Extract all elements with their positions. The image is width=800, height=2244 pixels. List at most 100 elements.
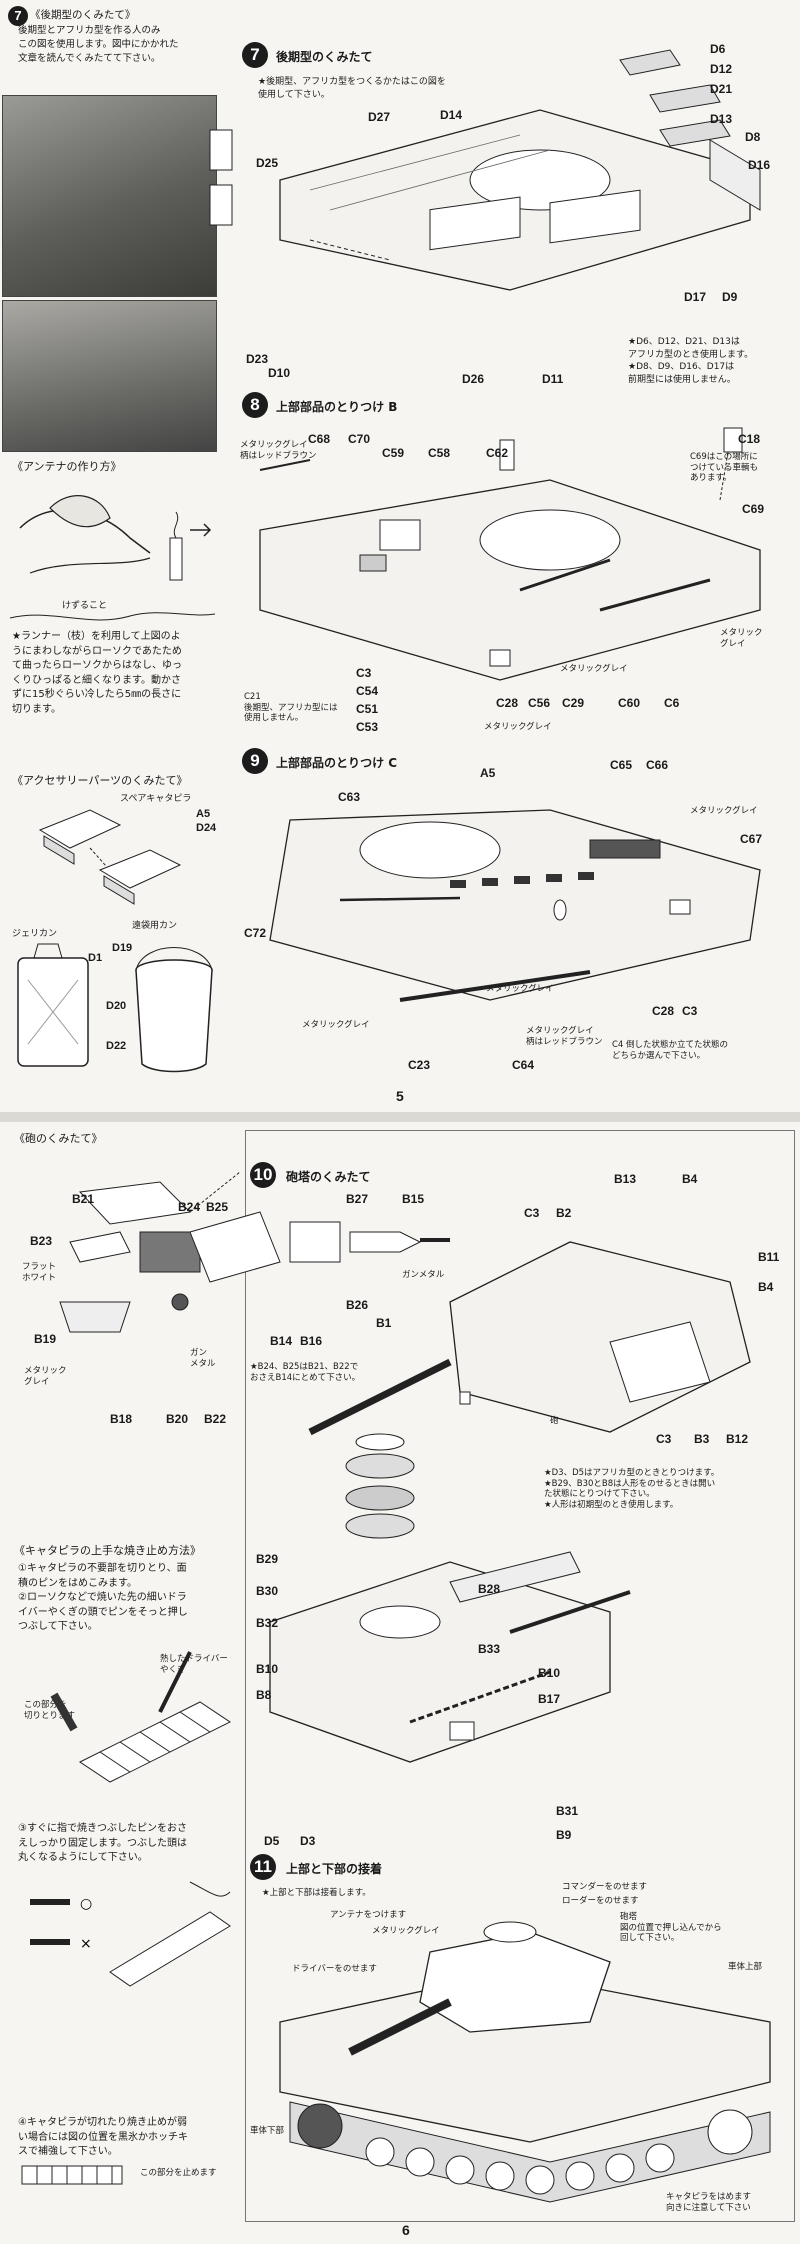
step7-part-D9: D9 xyxy=(722,290,738,304)
antenna-text: ★ランナー（枝）を利用して上図のよ うにまわしながらローソクであたため て曲った… xyxy=(12,631,182,715)
step8-c69-note: C69はこの場所に つけている車輌も あります。 xyxy=(690,452,759,484)
step7-part-D10: D10 xyxy=(268,366,291,380)
step11-lower-hull: 車体下部 xyxy=(250,2126,285,2136)
gun-part-B22: B22 xyxy=(204,1412,227,1426)
step11-metallic-grey: メタリックグレイ xyxy=(372,1926,440,1936)
step10-part-B15: B15 xyxy=(402,1192,425,1206)
step10-part-B4b: B4 xyxy=(758,1280,774,1294)
step11-antenna: アンテナをつけます xyxy=(330,1910,407,1920)
gun-assembly-drawing xyxy=(59,1171,241,1333)
step10-part-B31: B31 xyxy=(556,1804,579,1818)
step7-title: 後期型のくみたて xyxy=(276,50,373,64)
step8-metallic-grey-2: メタリックグレイ xyxy=(560,664,628,674)
step8-part-C18: C18 xyxy=(738,432,761,446)
step9-part-C64: C64 xyxy=(512,1058,535,1072)
step9-part-C65: C65 xyxy=(610,758,633,772)
spare-track-label: スペアキャタピラ xyxy=(120,794,192,804)
step8-part-C28: C28 xyxy=(496,696,519,710)
step11-title: 上部と下部の接着 xyxy=(286,1862,383,1876)
track-hot-driver: 熱したドライバー やくぎ xyxy=(160,1654,228,1675)
part-D19: D19 xyxy=(112,942,133,954)
track-tip-drawing-3 xyxy=(21,2165,123,2185)
step10-part-B3: B3 xyxy=(694,1432,710,1446)
step7-part-D6: D6 xyxy=(710,42,726,56)
gun-metallic-grey: メタリック グレイ xyxy=(24,1366,67,1387)
step9-part-C63: C63 xyxy=(338,790,361,804)
tank-photo-bottom xyxy=(2,300,217,452)
step10-part-B12: B12 xyxy=(726,1432,749,1446)
step11-upper-hull: 車体上部 xyxy=(728,1962,763,1972)
step7-part-D25: D25 xyxy=(256,156,279,170)
gun-part-B19: B19 xyxy=(34,1332,57,1346)
step10-part-B10b: B10 xyxy=(538,1666,561,1680)
step10-turret-drawing xyxy=(189,1211,751,1436)
antenna-title: 《アンテナの作り方》 xyxy=(12,460,122,473)
step10-part-D3: D3 xyxy=(300,1834,316,1848)
step7-part-D16: D16 xyxy=(748,158,771,172)
step7-part-D8: D8 xyxy=(745,130,761,144)
step10-number: 10 xyxy=(250,1162,276,1188)
step9-part-C67: C67 xyxy=(740,832,763,846)
step7-note: ★D6、D12、D21、D13は アフリカ型のとき使用します。 ★D8、D9、D… xyxy=(628,337,754,385)
page-gap xyxy=(0,1112,800,1122)
step8-part-C56: C56 xyxy=(528,696,551,710)
step10-part-B11: B11 xyxy=(758,1250,780,1264)
step7-part-D21: D21 xyxy=(710,82,733,96)
step8-part-C6: C6 xyxy=(664,696,680,710)
track-tips-step1-2: ①キャタピラの不要部を切りとり、面 積のピンをはめこみます。 ②ローソクなどで焼… xyxy=(18,1563,188,1632)
step11-commander: コマンダーをのせます xyxy=(562,1882,648,1892)
step9-metallic-grey-1: メタリックグレイ xyxy=(690,806,758,816)
step7-part-D11: D11 xyxy=(542,372,564,386)
track-tips-step4: ④キャタピラが切れたり焼き止めが弱 い場合には図の位置を黒氷かホッチキ スで補強… xyxy=(18,2117,188,2157)
gun-part-B25: B25 xyxy=(206,1200,229,1214)
step9-number: 9 xyxy=(242,748,268,774)
step7-number: 7 xyxy=(242,42,268,68)
step7-part-D26: D26 xyxy=(462,372,485,386)
track-tip-drawing-1 xyxy=(50,1651,231,1783)
step10-gun-metal: ガンメタル xyxy=(402,1270,445,1280)
step9-part-C23: C23 xyxy=(408,1058,431,1072)
step9-grey-brown: メタリックグレイ 柄はレッドブラウン xyxy=(526,1026,603,1047)
step7-subtitle: ★後期型、アフリカ型をつくるかたはこの図を 使用して下さい。 xyxy=(258,77,446,100)
step10-part-B9: B9 xyxy=(556,1828,572,1842)
antenna-note: けずること xyxy=(62,601,108,611)
page-number-5: 5 xyxy=(396,1088,404,1104)
part-D1: D1 xyxy=(88,952,103,964)
step9-part-C28: C28 xyxy=(652,1004,675,1018)
step8-grey-brown-note: メタリックグレイ 柄はレッドブラウン xyxy=(240,440,317,461)
jerrycan-bucket-illustration xyxy=(17,943,213,1073)
step8-part-C62: C62 xyxy=(486,446,509,460)
spare-track-illustration xyxy=(38,809,182,905)
step7-part-D27: D27 xyxy=(368,110,391,124)
step10-part-B2: B2 xyxy=(556,1206,572,1220)
step9-metallic-grey-2: メタリックグレイ xyxy=(302,1020,370,1030)
step9-metallic-grey-3: メタリックグレイ xyxy=(486,984,554,994)
step10-part-B8: B8 xyxy=(256,1688,272,1702)
gun-flat-white: フラット ホワイト xyxy=(22,1262,57,1283)
step10-part-B33: B33 xyxy=(478,1642,501,1656)
step10-part-B13: B13 xyxy=(614,1172,637,1186)
step11-tracks: キャタピラをはめます 向きに注意して下さい xyxy=(666,2192,752,2213)
bucket-label: 遠袋用カン xyxy=(132,921,178,931)
step8-metallic-grey-3: メタリックグレイ xyxy=(484,722,552,732)
step10-note-right: ★D3、D5はアフリカ型のときとりつけます。 ★B29、B30とB8は人形をのせ… xyxy=(544,1468,720,1510)
step10-part-B10a: B10 xyxy=(256,1662,279,1676)
accessory-title: 《アクセサリーパーツのくみたて》 xyxy=(12,774,188,787)
step10-title: 砲塔のくみたて xyxy=(286,1170,371,1184)
part-D20: D20 xyxy=(106,1000,127,1012)
left-step7-number: 7 xyxy=(8,6,28,26)
step9-c4-note: C4 倒した状態か立てた状態の どちらか選んで下さい。 xyxy=(612,1040,729,1061)
step8-part-C70: C70 xyxy=(348,432,371,446)
step8-part-C54: C54 xyxy=(356,684,379,698)
tank-photo-top xyxy=(2,95,217,297)
step8-part-C69: C69 xyxy=(742,502,765,516)
svg-text:○: ○ xyxy=(80,1896,92,1912)
left-step7-text: 後期型とアフリカ型を作る人のみ この図を使用します。図中にかかれた 文章を読んで… xyxy=(18,25,179,64)
step10-hull-drawing xyxy=(269,1433,631,1763)
step8-part-C53: C53 xyxy=(356,720,379,734)
step8-c21-note: C21 後期型、アフリカ型には 使用しません。 xyxy=(244,692,338,724)
part-D22: D22 xyxy=(106,1040,127,1052)
part-D24: D24 xyxy=(196,822,217,834)
instruction-page-5: 7 《後期型のくみたて》 後期型とアフリカ型を作る人のみ この図を使用します。図… xyxy=(0,0,800,1112)
step10-part-D5: D5 xyxy=(264,1834,280,1848)
